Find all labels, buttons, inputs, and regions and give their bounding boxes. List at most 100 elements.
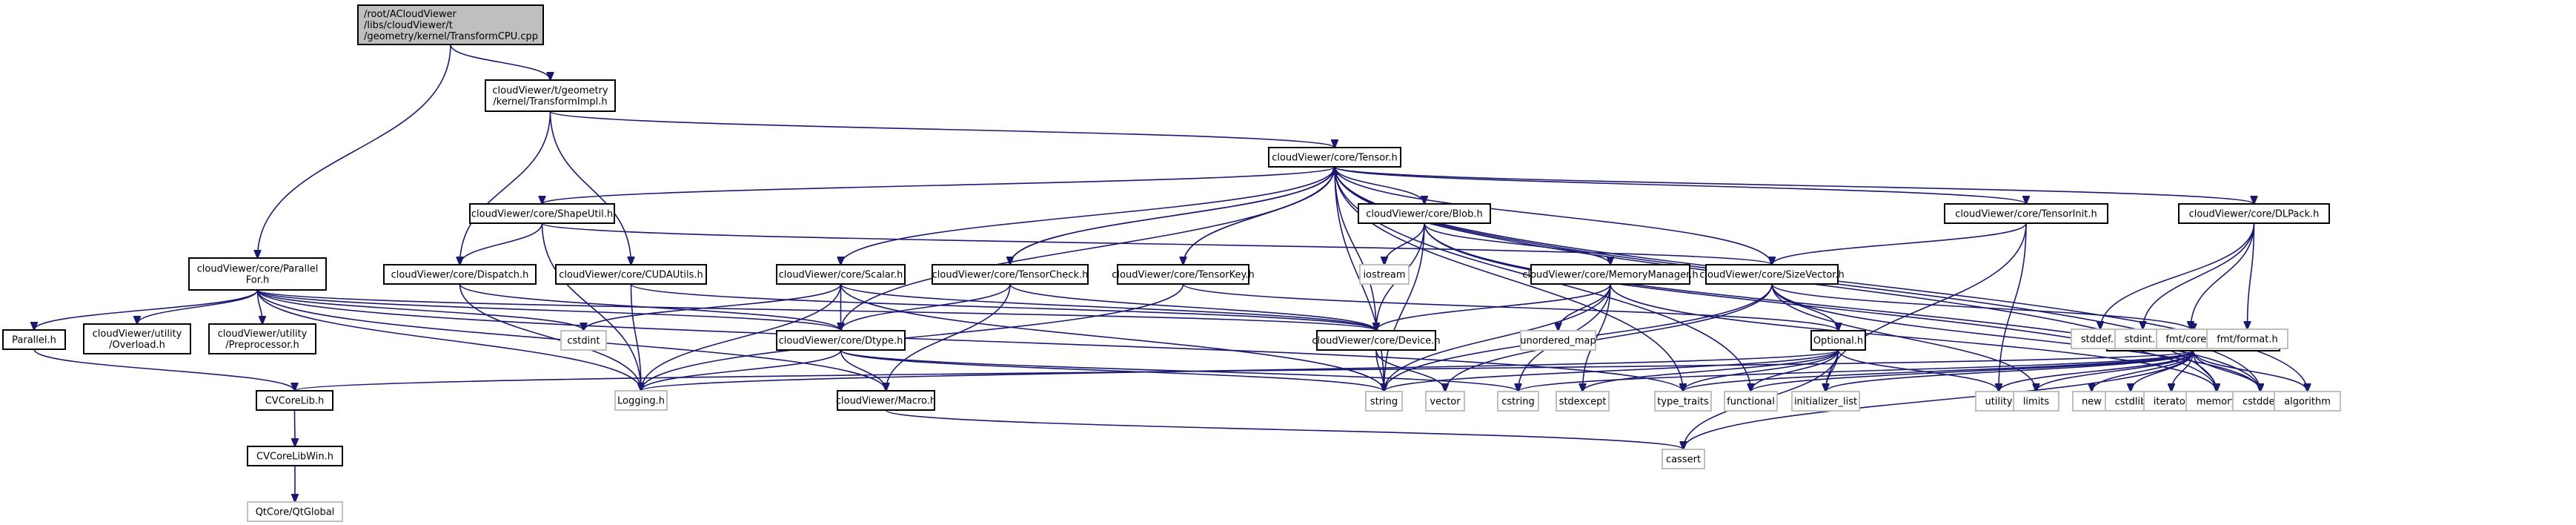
- node-label: /kernel/TransformImpl.h: [493, 96, 607, 108]
- node-type-traits[interactable]: type_traits: [1654, 391, 1712, 412]
- node-cassert[interactable]: cassert: [1662, 449, 1705, 469]
- edge-memorymanager-to-memory: [1610, 283, 2217, 392]
- edge-tensor-to-dlpack: [1334, 166, 2254, 204]
- node-label: algorithm: [2284, 397, 2331, 408]
- node-tensorinit[interactable]: cloudViewer/core/TensorInit.h: [1944, 203, 2108, 224]
- node-vector[interactable]: vector: [1425, 391, 1465, 412]
- edge-device-to-vector: [1375, 349, 1445, 392]
- node-label: CVCoreLib.h: [265, 396, 325, 407]
- node-box: [485, 79, 616, 112]
- edge-blob-to-iostream: [1384, 222, 1425, 265]
- node-box: [383, 264, 537, 285]
- node-cstdint[interactable]: cstdint: [560, 330, 607, 351]
- edge-transformimpl-to-tensor: [549, 110, 1335, 148]
- node-blob[interactable]: cloudViewer/core/Blob.h: [1358, 203, 1491, 224]
- node-label: cloudViewer/core/TensorCheck.h: [932, 270, 1089, 281]
- node-parallelh[interactable]: Parallel.h: [2, 329, 66, 350]
- node-scalar[interactable]: cloudViewer/core/Scalar.h: [776, 264, 906, 285]
- node-dispatch[interactable]: cloudViewer/core/Dispatch.h: [383, 264, 537, 285]
- edge-dispatch-to-dtype: [459, 283, 841, 331]
- edge-smallvector-to-new: [2092, 350, 2194, 392]
- node-label: cloudViewer/core/Parallel: [197, 264, 319, 275]
- edge-smallvector-to-limits: [2036, 350, 2194, 392]
- node-string[interactable]: string: [1365, 391, 1403, 412]
- node-label: stddef.h: [2081, 334, 2119, 346]
- edge-smallvector-to-initializer_list: [1826, 350, 2194, 392]
- node-cudautils[interactable]: cloudViewer/core/CUDAUtils.h: [555, 264, 707, 285]
- edge-smallvector-to-cstring: [1518, 350, 2194, 392]
- node-label: CVCoreLibWin.h: [256, 452, 333, 463]
- node-box: [1425, 391, 1465, 412]
- node-stdexcept[interactable]: stdexcept: [1556, 391, 1610, 412]
- node-box: [247, 446, 343, 466]
- node-optional[interactable]: Optional.h: [1810, 330, 1866, 351]
- node-transformimpl[interactable]: cloudViewer/t/geometry/kernel/TransformI…: [485, 79, 616, 112]
- node-shapeutil[interactable]: cloudViewer/core/ShapeUtil.h: [469, 203, 615, 224]
- node-label: Logging.h: [617, 396, 665, 407]
- node-fmt-format[interactable]: fmt/format.h: [2206, 328, 2288, 349]
- node-iostream[interactable]: iostream: [1359, 264, 1410, 285]
- node-label: cloudViewer/Macro.h: [836, 396, 936, 407]
- node-macro[interactable]: cloudViewer/Macro.h: [836, 390, 936, 411]
- node-functional[interactable]: functional: [1724, 391, 1778, 412]
- edge-optional-to-string: [1384, 349, 1839, 392]
- node-box: [2178, 203, 2330, 224]
- node-device[interactable]: cloudViewer/core/Device.h: [1312, 330, 1441, 351]
- node-box: [2013, 391, 2059, 412]
- edge-shapeutil-to-logging: [541, 222, 642, 391]
- edge-dlpack-to-fmt_format: [2248, 222, 2255, 329]
- edge-memorymanager-to-stdexcept: [1583, 283, 1611, 392]
- node-dlpack[interactable]: cloudViewer/core/DLPack.h: [2178, 203, 2330, 224]
- node-label: Optional.h: [1813, 336, 1863, 347]
- node-label: cloudViewer/core/Scalar.h: [779, 270, 903, 281]
- node-cvcorelibwin[interactable]: CVCoreLibWin.h: [247, 446, 343, 466]
- node-label: cstdlib: [2115, 397, 2147, 408]
- node-tensor[interactable]: cloudViewer/core/Tensor.h: [1268, 147, 1401, 168]
- edge-shapeutil-to-sizevector: [541, 222, 1773, 265]
- node-dtype[interactable]: cloudViewer/core/Dtype.h: [776, 330, 906, 351]
- node-label: stdexcept: [1559, 397, 1607, 408]
- node-qtglobal[interactable]: QtCore/QtGlobal: [247, 501, 343, 522]
- node-label: cloudViewer/core/Dispatch.h: [391, 270, 529, 281]
- edge-tensorcheck-to-tensor: [1009, 167, 1335, 265]
- edge-smallvector-to-cassert: [1684, 350, 2194, 449]
- node-logging[interactable]: Logging.h: [614, 390, 668, 411]
- edge-cudautils-to-device: [630, 283, 1377, 331]
- node-cvcorelib[interactable]: CVCoreLib.h: [256, 390, 333, 411]
- node-sizevector[interactable]: cloudViewer/core/SizeVector.h: [1699, 264, 1845, 285]
- node-tensorcheck[interactable]: cloudViewer/core/TensorCheck.h: [932, 264, 1089, 285]
- node-root[interactable]: /root/ACloudViewer/libs/cloudViewer/t/ge…: [357, 4, 544, 45]
- edge-dlpack-to-stddef_h: [2100, 222, 2255, 329]
- node-label: For.h: [246, 275, 270, 286]
- node-overload[interactable]: cloudViewer/utility/Overload.h: [83, 323, 191, 354]
- node-unordered-map[interactable]: unordered_map: [1520, 330, 1596, 351]
- edge-root-to-parallelfor: [258, 44, 451, 258]
- node-box: [776, 264, 906, 285]
- node-label: iostream: [1363, 270, 1405, 281]
- edge-memorymanager-to-device: [1376, 283, 1611, 331]
- edge-transformimpl-to-dispatch: [460, 110, 551, 265]
- node-tensorkey[interactable]: cloudViewer/core/TensorKey.h: [1112, 264, 1255, 285]
- edge-tensorcheck-to-device: [1009, 283, 1376, 331]
- node-algorithm[interactable]: algorithm: [2274, 391, 2341, 412]
- node-box: [247, 501, 343, 522]
- node-label: initializer_list: [1794, 397, 1857, 408]
- node-preprocessor[interactable]: cloudViewer/utility/Preprocessor.h: [208, 323, 316, 354]
- edge-optional-to-logging: [641, 349, 1839, 391]
- node-cstring[interactable]: cstring: [1497, 391, 1539, 412]
- node-initializer-list[interactable]: initializer_list: [1791, 391, 1860, 412]
- node-box: [2274, 391, 2341, 412]
- node-label: cloudViewer/core/Tensor.h: [1272, 153, 1398, 164]
- node-box: [1117, 264, 1249, 285]
- node-memorymanager[interactable]: cloudViewer/core/MemoryManager.h: [1522, 264, 1699, 285]
- node-label: /Preprocessor.h: [225, 340, 299, 351]
- node-limits[interactable]: limits: [2013, 391, 2059, 412]
- edge-transformimpl-to-cudautils: [549, 110, 631, 265]
- edge-optional-to-utility: [1837, 349, 1999, 392]
- node-label: cloudViewer/core/Blob.h: [1366, 209, 1482, 220]
- edge-dispatch-to-logging: [459, 283, 642, 391]
- node-new[interactable]: new: [2072, 391, 2111, 412]
- node-box: [2, 329, 66, 350]
- node-label: cloudViewer/core/Dtype.h: [779, 336, 903, 347]
